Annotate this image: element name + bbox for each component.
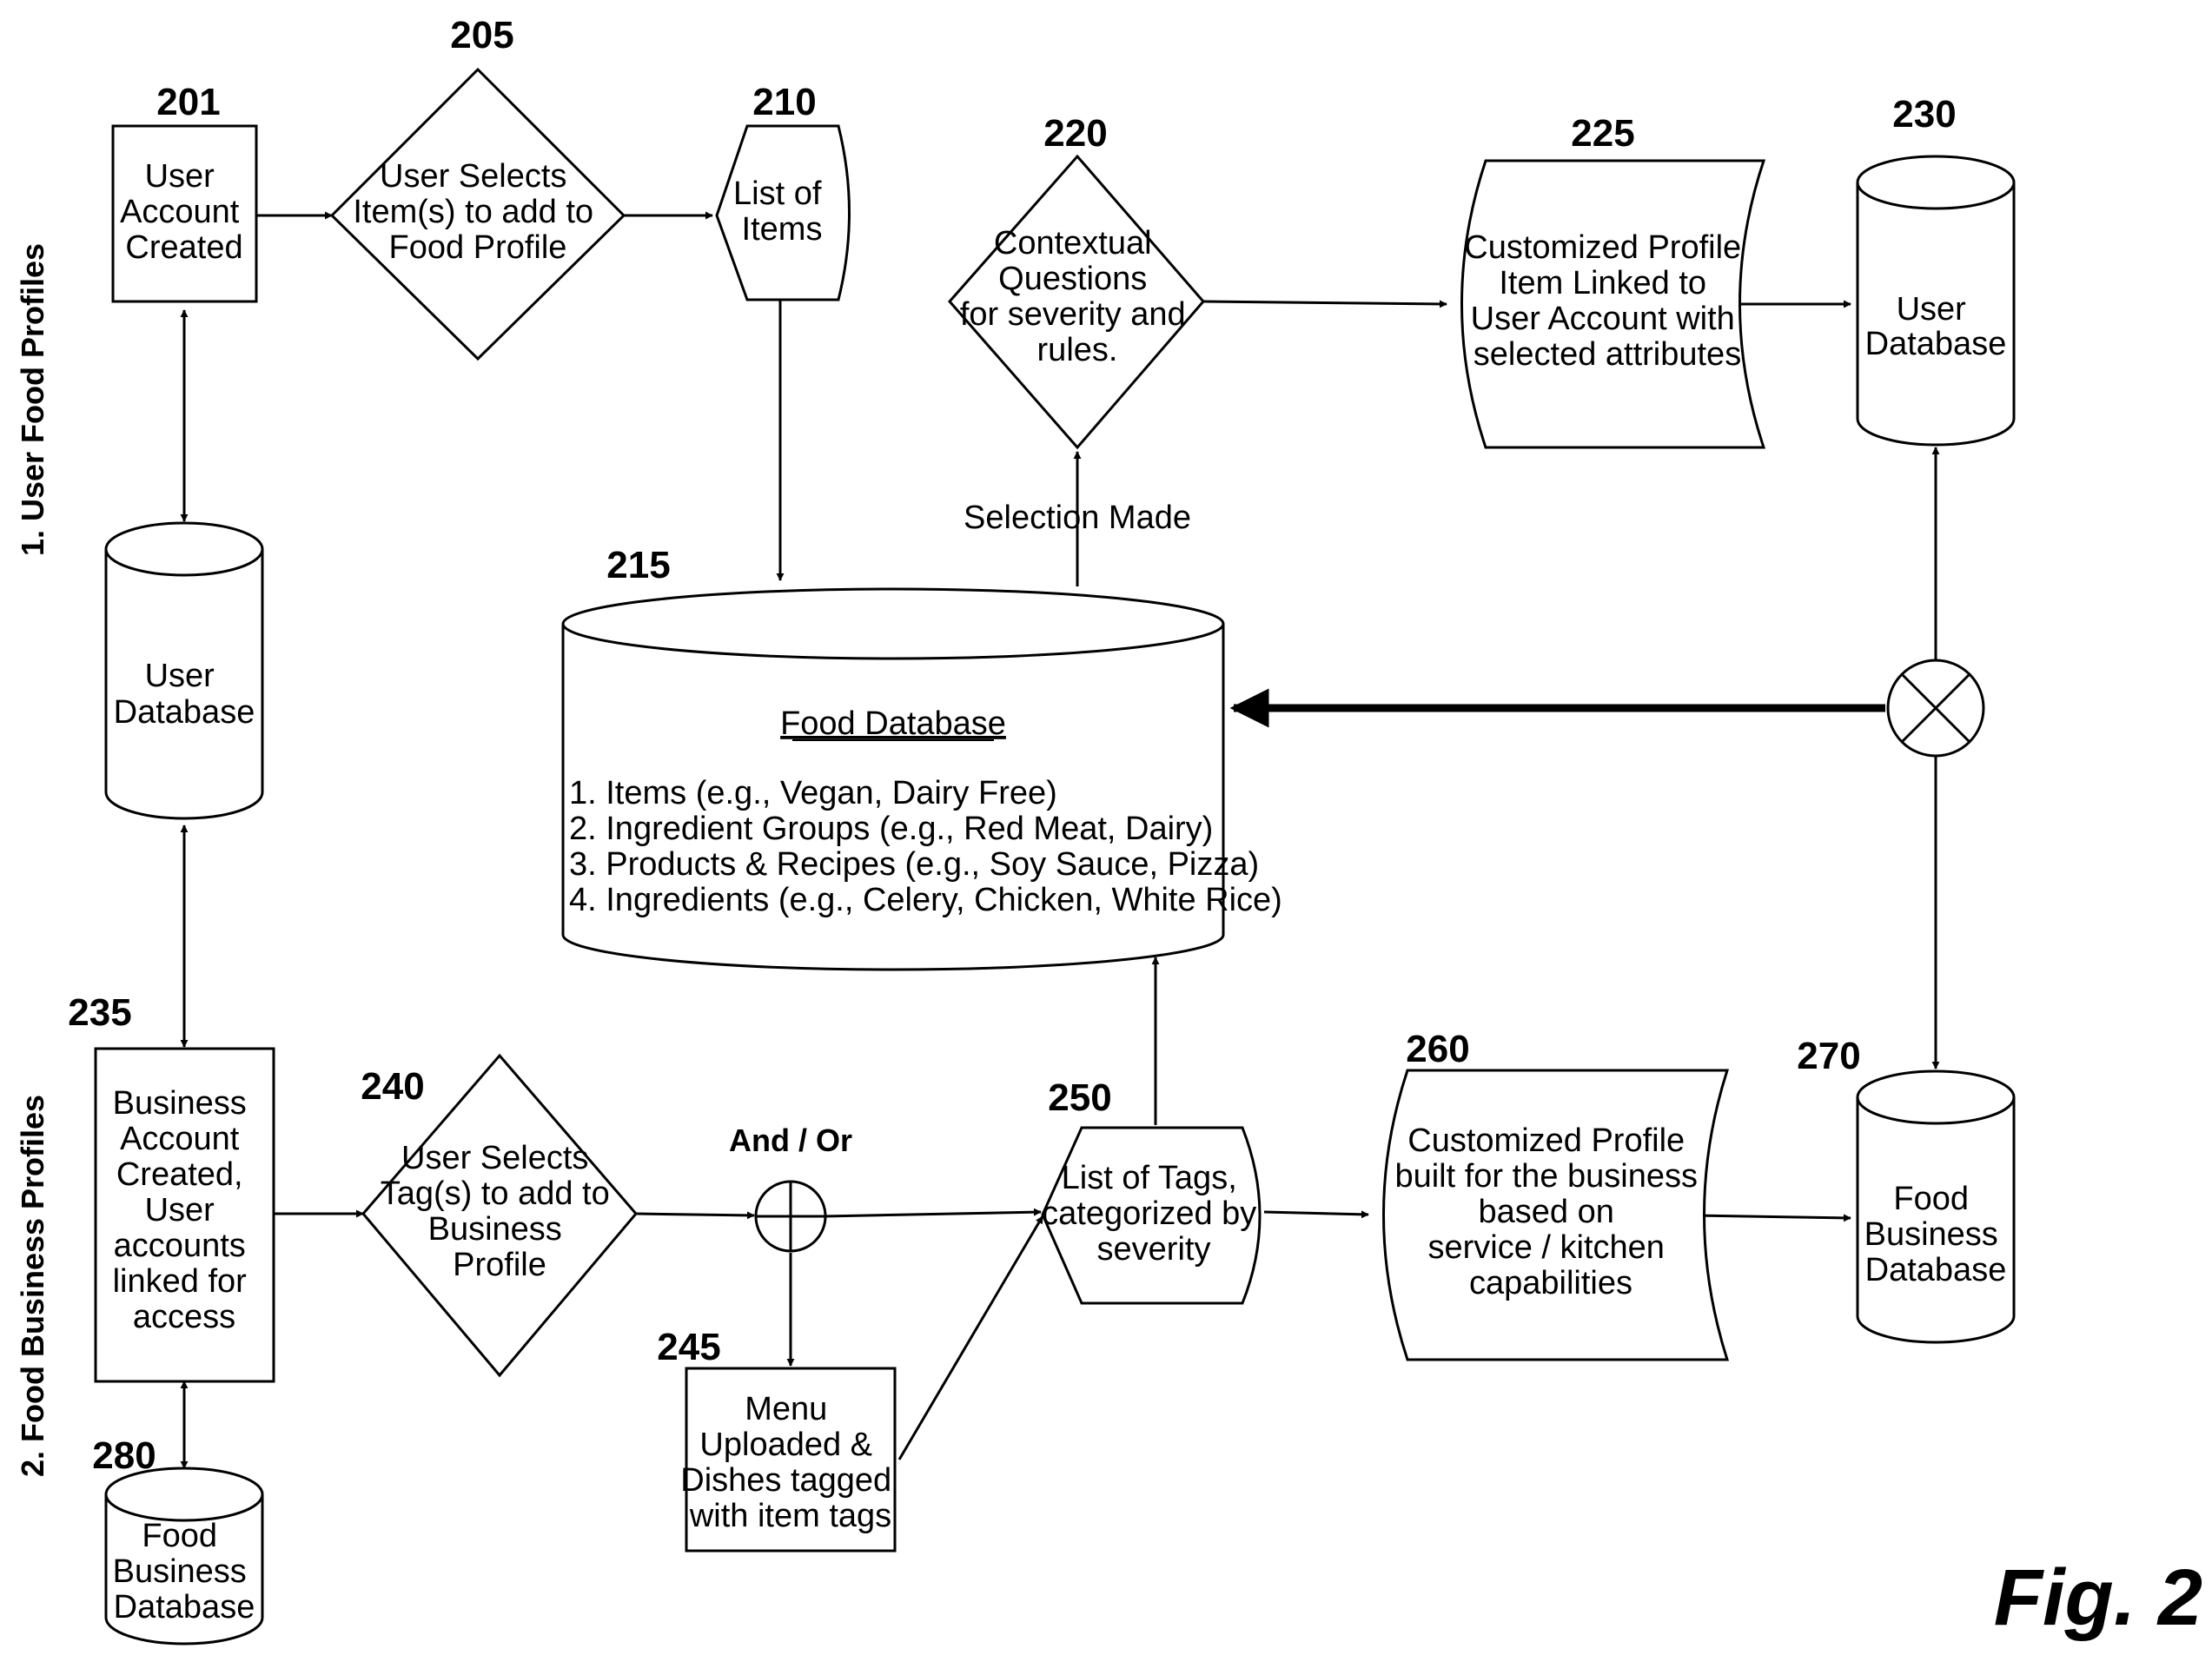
ref-280: 280 [92, 1434, 156, 1477]
ref-220: 220 [1043, 112, 1107, 155]
node-215: 215 Food Database 1. Items (e.g., Vegan,… [563, 544, 1282, 970]
arrow-260-to-270 [1694, 1215, 1851, 1218]
node-235: 235 Business Account Created, User accou… [68, 991, 274, 1381]
node-240: 240 User Selects Tag(s) to add to Busine… [361, 1056, 636, 1375]
ref-250: 250 [1048, 1076, 1111, 1119]
junction-or-icon [1888, 660, 1984, 756]
ref-240: 240 [361, 1065, 424, 1108]
ref-210: 210 [752, 81, 816, 123]
section-label-user: 1. User Food Profiles [15, 243, 50, 556]
node-260: 260 Customized Profile built for the bus… [1384, 1028, 1728, 1360]
node-220: 220 Contextual Questions for severity an… [950, 112, 1203, 447]
arrow-andor-to-250 [824, 1212, 1041, 1216]
and-or-junction: And / Or [729, 1122, 852, 1251]
ref-205: 205 [450, 14, 513, 56]
ref-230: 230 [1892, 93, 1956, 136]
ref-235: 235 [68, 991, 131, 1034]
label-210: List of Items [733, 175, 831, 248]
ref-245: 245 [657, 1326, 720, 1368]
figure-label: Fig. 2 [1994, 1553, 2202, 1642]
node-250: 250 List of Tags, categorized by severit… [1042, 1076, 1266, 1303]
ref-201: 201 [156, 81, 220, 123]
ref-225: 225 [1571, 112, 1634, 155]
ref-270: 270 [1797, 1035, 1860, 1077]
node-280: 280 Food Business Database [92, 1434, 262, 1644]
node-205: 205 User Selects Item(s) to add to Food … [332, 14, 624, 359]
node-210: 210 List of Items [717, 81, 850, 300]
label-selection-made: Selection Made [964, 500, 1191, 536]
node-user-database-left: User Database [106, 523, 262, 818]
ref-215: 215 [606, 544, 670, 586]
label-205: User Selects Item(s) to add to Food Prof… [353, 158, 602, 266]
arrow-220-to-225 [1203, 301, 1447, 304]
arrow-250-to-260 [1264, 1212, 1368, 1215]
arrow-240-to-andor [636, 1214, 754, 1215]
ref-260: 260 [1406, 1028, 1469, 1070]
section-label-business: 2. Food Business Profiles [15, 1095, 50, 1477]
label-225: Customized Profile Item Linked to User A… [1464, 229, 1750, 373]
title-215: Food Database [780, 705, 1006, 742]
node-201: 201 User Account Created [113, 81, 256, 301]
node-245: 245 Menu Uploaded & Dishes tagged with i… [657, 1326, 900, 1551]
node-230: 230 User Database [1858, 93, 2014, 445]
label-and-or: And / Or [729, 1122, 852, 1158]
node-270: 270 Food Business Database [1797, 1035, 2014, 1342]
arrow-245-to-250 [899, 1216, 1043, 1460]
node-225: 225 Customized Profile Item Linked to Us… [1462, 112, 1765, 447]
